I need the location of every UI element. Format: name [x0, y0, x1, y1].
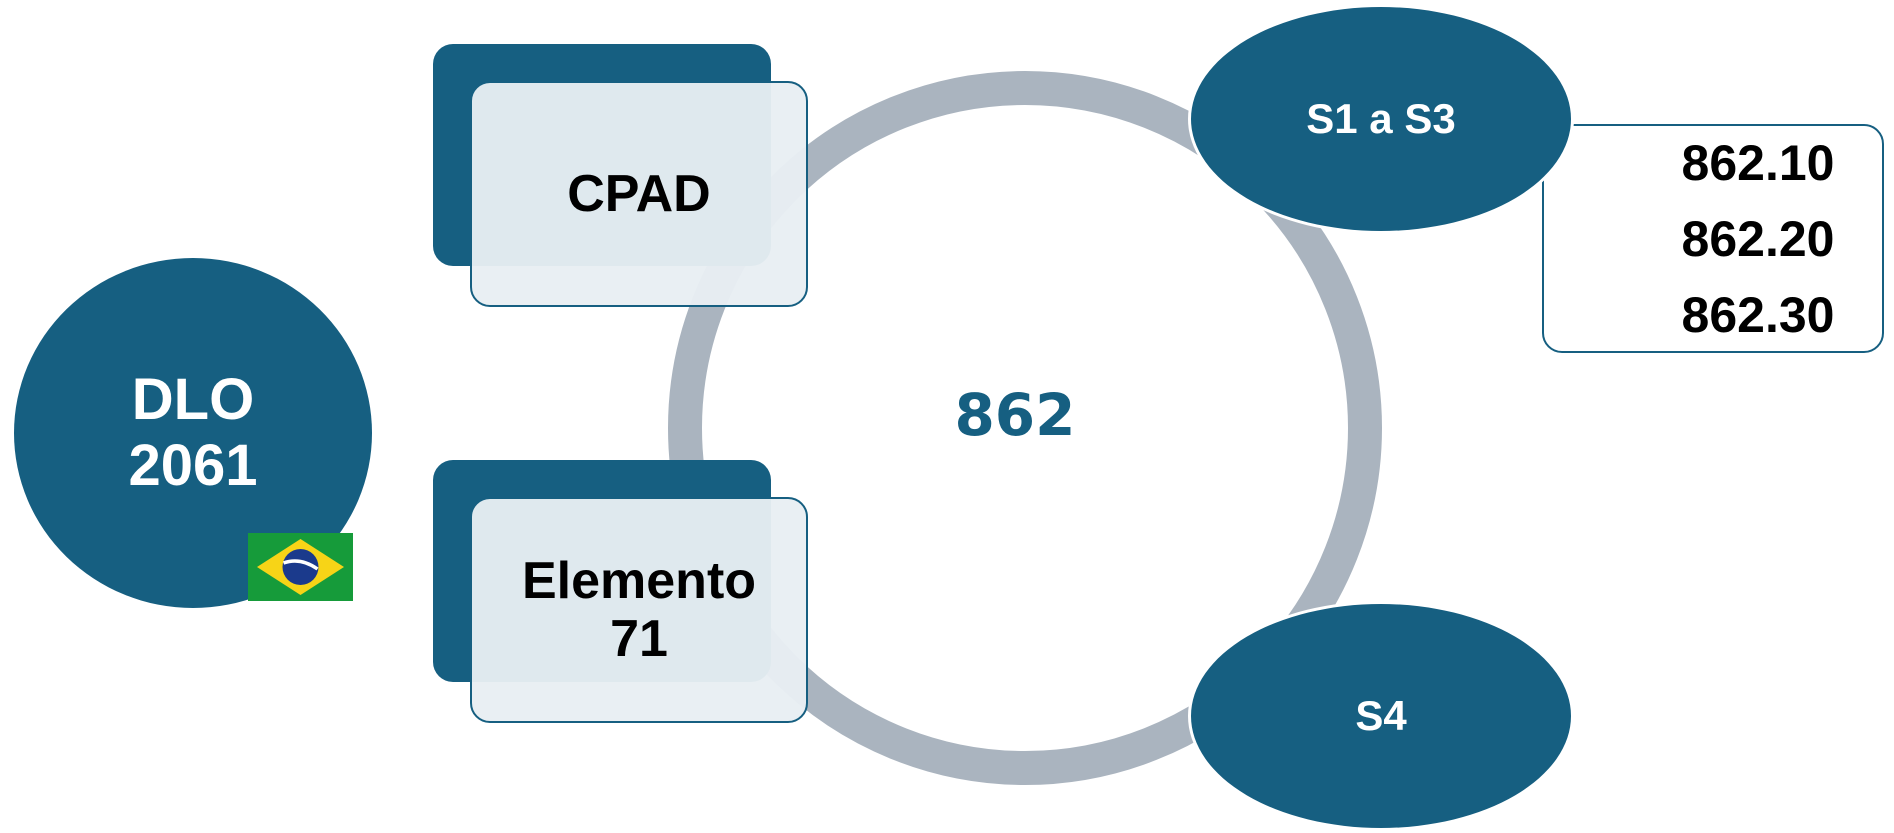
code-list-box — [1542, 124, 1884, 353]
node-s4-label: S4 — [1355, 692, 1407, 739]
node-s1-s3: S1 a S3 — [1188, 4, 1574, 234]
cycle-ring-track — [668, 71, 1382, 785]
node-s1-s3-label: S1 a S3 — [1306, 95, 1456, 142]
elemento-label: Elemento — [521, 552, 757, 610]
code-list: 862.10 862.20 862.30 — [1542, 124, 1884, 353]
code-item: 862.10 — [1681, 134, 1835, 191]
dlo-title: DLO — [131, 367, 255, 432]
dlo-number: 2061 — [128, 433, 258, 498]
elemento-number: 71 — [610, 610, 668, 668]
cpad-label: CPAD — [567, 165, 711, 223]
code-item: 862.30 — [1681, 286, 1835, 343]
node-s4: S4 — [1188, 601, 1574, 831]
code-item: 862.20 — [1681, 210, 1835, 267]
cpad-card: CPAD — [470, 81, 808, 307]
center-label: 862 — [954, 381, 1076, 449]
brazil-flag-icon — [248, 533, 353, 601]
elemento-card: Elemento 71 — [470, 497, 808, 723]
